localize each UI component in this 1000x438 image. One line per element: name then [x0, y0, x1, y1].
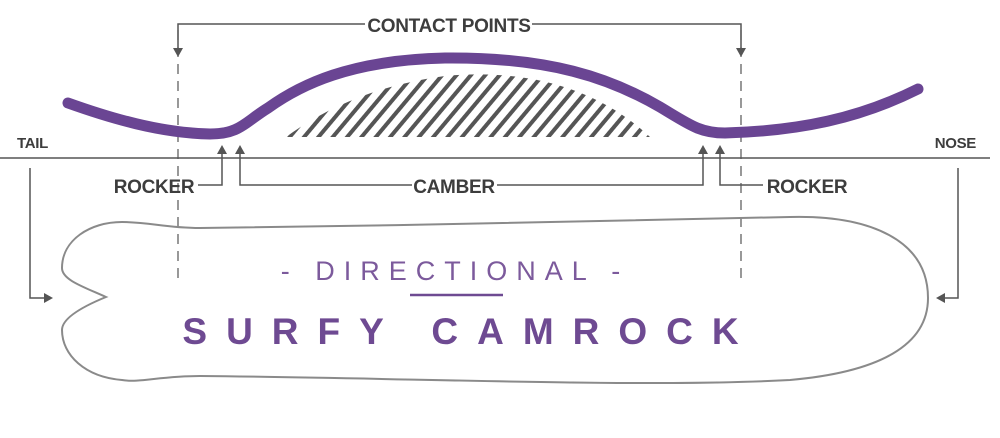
bracket-arrowheads	[217, 145, 725, 154]
camber-label: CAMBER	[413, 177, 495, 198]
tail-arrowhead	[44, 293, 53, 303]
board-outline	[60, 215, 930, 385]
board-title: SURFY CAMROCK	[182, 311, 757, 352]
board-profile-curve	[62, 52, 924, 140]
contact-points-label: CONTACT POINTS	[367, 16, 530, 37]
nose-pointer	[943, 168, 959, 299]
rocker-left-label: ROCKER	[114, 177, 195, 198]
contact-arrowheads	[173, 48, 746, 57]
tail-label: TAIL	[17, 135, 48, 152]
rocker-camber-brackets	[198, 153, 763, 186]
nose-label: NOSE	[935, 135, 977, 152]
tail-pointer	[29, 168, 46, 299]
nose-arrowhead	[936, 293, 945, 303]
contact-points-bracket	[177, 23, 742, 50]
board-subtitle: - DIRECTIONAL -	[281, 256, 630, 286]
rocker-right-label: ROCKER	[767, 177, 848, 198]
